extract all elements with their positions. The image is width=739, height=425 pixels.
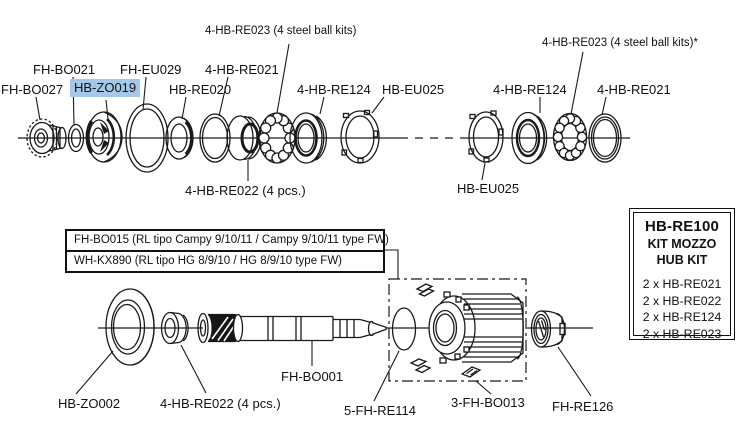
hub-kit-subtitle-it: KIT MOZZO <box>647 237 717 251</box>
part-fh-re126 <box>530 310 566 348</box>
bottom-leader-lines <box>75 249 592 402</box>
part-5fh-re114 <box>391 307 417 351</box>
label-hb-re020: HB-RE020 <box>169 82 232 97</box>
label-4hb-re021-left: 4-HB-RE021 <box>205 62 279 77</box>
label-4hb-re023-note-left: 4-HB-RE023 (4 steel ball kits) <box>205 25 357 37</box>
label-fh-eu029: FH-EU029 <box>120 62 182 77</box>
label-5fh-re114: 5-FH-RE114 <box>344 403 417 418</box>
hub-kit-item: 2 x HB-RE022 <box>642 293 722 308</box>
label-hb-eu025-left: HB-EU025 <box>382 82 445 97</box>
label-hb-eu025-below: HB-EU025 <box>457 181 520 196</box>
hub-kit-title: HB-RE100 <box>644 218 720 235</box>
part-4hb-re022-bottom <box>160 311 189 345</box>
label-3fh-bo013: 3-FH-BO013 <box>451 395 525 410</box>
label-hb-zo002: HB-ZO002 <box>58 396 121 411</box>
hub-kit-item: 2 x HB-RE021 <box>642 277 722 291</box>
part-4hb-re124-left <box>289 112 327 164</box>
hub-kit-items: 2 x HB-RE021 2 x HB-RE022 2 x HB-RE124 2… <box>634 276 730 342</box>
part-fh-bo001 <box>197 312 387 344</box>
label-4hb-re021-right: 4-HB-RE021 <box>597 82 671 97</box>
part-freehub-body <box>428 291 524 364</box>
label-fh-bo021: FH-BO021 <box>33 62 96 77</box>
label-hb-zo019-highlighted: HB-ZO019 <box>70 79 141 97</box>
freehub-kit-boundary <box>388 278 527 382</box>
label-fh-bo001: FH-BO001 <box>281 369 344 384</box>
part-fh-bo021 <box>67 123 85 153</box>
hub-kit-subtitle-en: HUB KIT <box>656 253 708 267</box>
label-fh-re126: FH-RE126 <box>552 399 614 414</box>
part-fh-bo027 <box>26 118 67 158</box>
part-pawls-3fh-bo013 <box>409 283 482 378</box>
callout-row-fh-bo015: FH-BO015 (RL tipo Campy 9/10/11 / Campy … <box>65 229 389 252</box>
hub-kit-box-inner: HB-RE100 KIT MOZZO HUB KIT 2 x HB-RE021 … <box>633 212 731 341</box>
part-4hb-re021-right <box>588 113 622 163</box>
label-4hb-re022-bottom: 4-HB-RE022 (4 pcs.) <box>160 396 281 411</box>
part-hb-zo019 <box>85 111 123 163</box>
part-4hb-re023-right <box>552 112 588 162</box>
part-4hb-re023-left <box>258 112 296 164</box>
hub-kit-box: HB-RE100 KIT MOZZO HUB KIT 2 x HB-RE021 … <box>629 208 735 341</box>
hub-kit-item: 2 x HB-RE124 <box>642 310 722 324</box>
part-hb-re020 <box>165 116 194 160</box>
part-fh-eu029 <box>125 103 169 173</box>
label-4hb-re023-note-right: 4-HB-RE023 (4 steel ball kits)* <box>542 37 698 49</box>
part-hb-eu025-right <box>468 110 504 163</box>
label-4hb-re124-right: 4-HB-RE124 <box>493 82 567 97</box>
part-hb-eu025-left <box>340 109 380 164</box>
hub-kit-item: 2 x HB-RE023 <box>642 326 722 341</box>
part-hb-zo002 <box>105 288 155 366</box>
label-4hb-re022-below: 4-HB-RE022 (4 pcs.) <box>185 183 306 198</box>
callout-row-wh-kx890: WH-KX890 (RL tipo HG 8/9/10 / HG 8/9/10 … <box>65 250 385 273</box>
label-4hb-re124-left: 4-HB-RE124 <box>297 82 371 97</box>
label-fh-bo027: FH-BO027 <box>1 82 64 97</box>
freehub-callout-box: FH-BO015 (RL tipo Campy 9/10/11 / Campy … <box>65 229 389 273</box>
part-4hb-re124-right <box>511 111 548 165</box>
